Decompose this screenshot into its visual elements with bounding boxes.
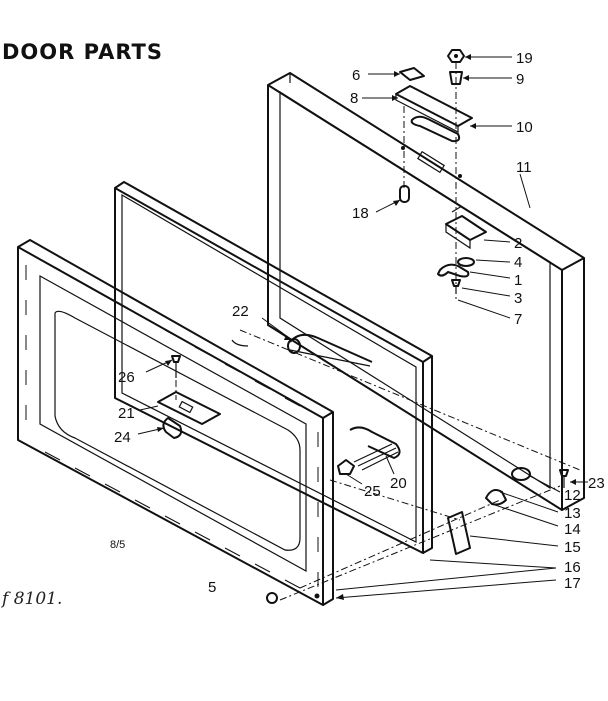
callout-22: 22 — [232, 303, 249, 320]
callout-16: 16 — [564, 559, 581, 576]
part-22-torsion-rod — [231, 333, 373, 367]
part-1-hook — [437, 263, 470, 278]
callout-7: 7 — [514, 311, 522, 328]
part-8-latch-plate — [395, 85, 473, 133]
callout-9: 9 — [516, 71, 524, 88]
callout-24: 24 — [114, 429, 131, 446]
callout-5: 5 — [208, 579, 216, 596]
part-4-washer — [457, 257, 475, 267]
alignment-lines — [175, 62, 581, 601]
callout-17: 17 — [564, 575, 581, 592]
handwritten-note: f 8101. — [0, 589, 62, 609]
part-25-bushing — [337, 459, 355, 475]
callout-12: 12 — [564, 487, 581, 504]
part-10-slotted-plate — [410, 115, 461, 143]
part-5-screw — [266, 592, 278, 604]
callout-13: 13 — [564, 505, 581, 522]
front-door-panel — [17, 239, 334, 606]
door-rim-slots — [25, 261, 319, 589]
page-code: 8/5 — [110, 539, 125, 551]
outer-door-frame — [267, 72, 585, 511]
page-title: DOOR PARTS — [2, 40, 164, 64]
callout-4: 4 — [514, 254, 522, 271]
callout-19: 19 — [516, 50, 533, 67]
part-15-hinge-plate — [447, 511, 471, 555]
callout-18: 18 — [352, 205, 369, 222]
callout-15: 15 — [564, 539, 581, 556]
callout-8: 8 — [350, 90, 358, 107]
callout-14: 14 — [564, 521, 581, 538]
callout-3: 3 — [514, 290, 522, 307]
part-13-14-hinge — [485, 489, 507, 506]
part-23-screw — [559, 469, 569, 488]
callout-21: 21 — [118, 405, 135, 422]
callout-11: 11 — [516, 159, 532, 176]
callout-25: 25 — [364, 483, 381, 500]
part-24-knob — [162, 417, 183, 439]
callout-numbers: 19 6 9 8 10 11 18 2 4 1 3 7 22 26 21 24 … — [114, 50, 605, 596]
part-21-handle-plate — [157, 391, 221, 425]
callout-2: 2 — [514, 235, 522, 252]
leader-lines — [137, 54, 588, 600]
part-9-grommet — [449, 71, 463, 85]
inner-door-panel — [114, 181, 433, 554]
callout-6: 6 — [352, 67, 360, 84]
part-2-bracket — [445, 205, 487, 250]
part-6-clip — [399, 67, 425, 81]
part-19-nut — [447, 49, 465, 63]
part-26-screw — [171, 355, 181, 378]
callout-10: 10 — [516, 119, 533, 136]
callout-1: 1 — [514, 272, 522, 289]
part-20-spring — [349, 426, 401, 471]
callout-20: 20 — [390, 475, 407, 492]
callout-26: 26 — [118, 369, 135, 386]
part-18-plug — [399, 185, 410, 203]
callout-23: 23 — [588, 475, 605, 492]
part-12-pin — [511, 467, 531, 481]
